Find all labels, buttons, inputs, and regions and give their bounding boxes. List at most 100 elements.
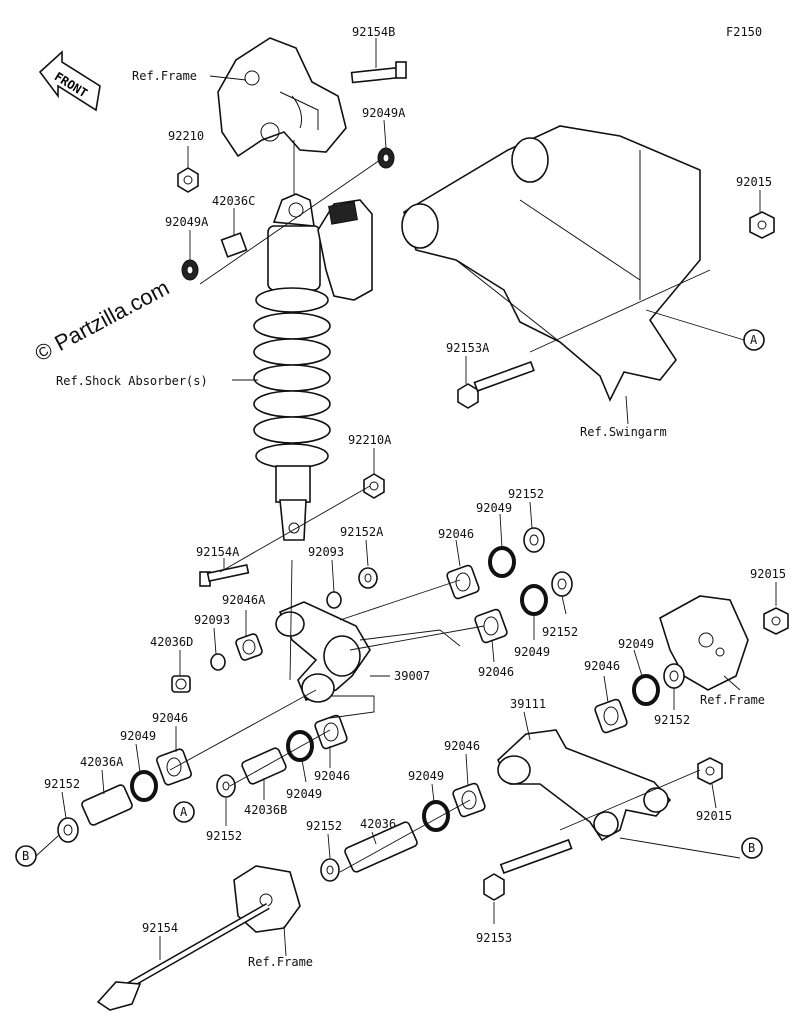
washer-92093-a [326, 591, 342, 609]
label-92154A: 92154A [196, 545, 240, 559]
bearing-92046-a [446, 564, 480, 600]
shock-spring [253, 287, 331, 469]
label-42036: 42036 [360, 817, 396, 831]
callout-B-link: B [741, 837, 763, 859]
label-92210: 92210 [168, 129, 204, 143]
label-92152A: 92152A [340, 525, 384, 539]
washer-92152-d [57, 817, 79, 843]
label-92049-e: 92049 [120, 729, 156, 743]
bearing-92046-f [314, 714, 348, 750]
label-92046-c: 92046 [584, 659, 620, 673]
label-92152-a: 92152 [508, 487, 544, 501]
bolt-92154B [350, 61, 407, 84]
front-arrow-icon: FRONT [38, 50, 101, 112]
collar-42036D [171, 675, 191, 693]
label-92015-mid: 92015 [750, 567, 786, 581]
washer-92093-b [210, 653, 226, 671]
label-92049-b: 92049 [514, 645, 550, 659]
label-92015-bot: 92015 [696, 809, 732, 823]
label-92049-a: 92049 [476, 501, 512, 515]
label-92046-e: 92046 [152, 711, 188, 725]
label-92152-d: 92152 [44, 777, 80, 791]
swingarm [401, 125, 701, 402]
bolt-92153A [457, 360, 535, 409]
bearing-92046-b [474, 608, 508, 644]
label-92046A: 92046A [222, 593, 266, 607]
label-92153: 92153 [476, 931, 512, 945]
svg-text:B: B [22, 849, 29, 863]
svg-text:A: A [180, 805, 188, 819]
bearing-92046-c [594, 698, 628, 734]
label-92049A-top: 92049A [362, 106, 406, 120]
bearing-92046-e [156, 748, 192, 786]
label-92154: 92154 [142, 921, 178, 935]
washer-92152-c [663, 663, 685, 689]
callout-A-link: A [173, 801, 195, 823]
figure-code: F2150 [726, 25, 762, 39]
washer-92152A [358, 567, 378, 589]
seal-92049-c [632, 674, 660, 706]
rod-39007 [275, 601, 371, 703]
washer-92152-b [551, 571, 573, 597]
part-labels: Ref.Frame 92154B 92049A 92210 42036C 920… [44, 25, 786, 969]
label-92152-b: 92152 [542, 625, 578, 639]
nut-92015-mid [763, 607, 789, 635]
label-92046-a: 92046 [438, 527, 474, 541]
label-92049-d: 92049 [408, 769, 444, 783]
washer-92049A-top [377, 147, 395, 169]
label-92049-f: 92049 [286, 787, 322, 801]
label-92015-top: 92015 [736, 175, 772, 189]
frame-bracket-top [217, 37, 347, 158]
callout-A-swingarm: A [743, 329, 765, 351]
seal-92049-e [130, 770, 158, 802]
label-ref-frame-bottom: Ref.Frame [248, 955, 313, 969]
bolt-92154A [199, 563, 250, 587]
label-92046-b: 92046 [478, 665, 514, 679]
nut-92015-bot [697, 757, 723, 785]
label-ref-swingarm: Ref.Swingarm [580, 425, 667, 439]
label-92046-f: 92046 [314, 769, 350, 783]
label-92046-d: 92046 [444, 739, 480, 753]
label-92093-a: 92093 [308, 545, 344, 559]
label-42036B: 42036B [244, 803, 287, 817]
label-92049A-left: 92049A [165, 215, 209, 229]
nut-92015-top [749, 211, 775, 239]
washer-92152-f [320, 858, 340, 882]
washer-92049A-left [181, 259, 199, 281]
label-42036A: 42036A [80, 755, 124, 769]
nut-92210 [177, 167, 199, 193]
label-42036C: 42036C [212, 194, 255, 208]
nut-92210A [363, 473, 385, 499]
leader-lines [35, 38, 777, 960]
bolt-92153 [483, 838, 573, 901]
label-39111: 39111 [510, 697, 546, 711]
callout-B-left: B [15, 845, 37, 867]
bearing-92046A [235, 633, 263, 661]
washer-92152-a [523, 527, 545, 553]
seal-92049-b [520, 584, 548, 616]
label-39007: 39007 [394, 669, 430, 683]
label-ref-frame-right: Ref.Frame [700, 693, 765, 707]
label-ref-shock: Ref.Shock Absorber(s) [56, 374, 208, 388]
washer-92152-e [216, 774, 236, 798]
frame-bracket-right [659, 595, 749, 691]
label-92152-e: 92152 [206, 829, 242, 843]
label-92152-c: 92152 [654, 713, 690, 727]
label-92049-c: 92049 [618, 637, 654, 651]
bearing-92046-d [452, 782, 486, 818]
brand-watermark: © Partzilla.com [31, 275, 174, 367]
svg-text:B: B [748, 841, 755, 855]
shock-absorber [253, 193, 373, 541]
bolt-92154 [96, 902, 270, 1011]
label-42036D: 42036D [150, 635, 193, 649]
label-ref-frame-top: Ref.Frame [132, 69, 197, 83]
label-92093-b: 92093 [194, 613, 230, 627]
seal-92049-d [422, 800, 450, 832]
collar-42036C [220, 232, 248, 258]
label-92210A: 92210A [348, 433, 392, 447]
collar-42036A [81, 784, 133, 826]
seal-92049-f [286, 730, 314, 762]
label-92152-f: 92152 [306, 819, 342, 833]
